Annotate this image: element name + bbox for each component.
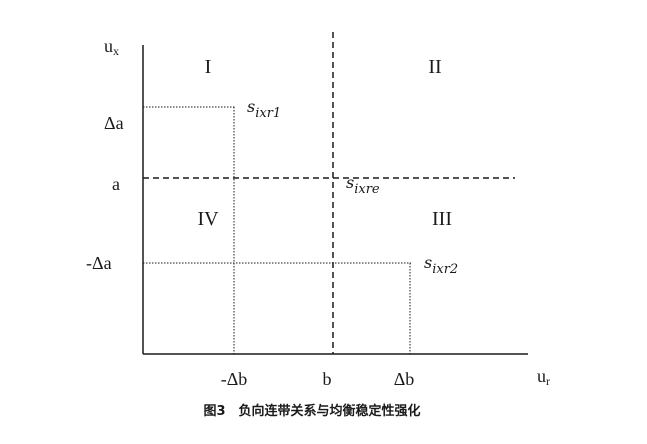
region-label-III: III <box>432 208 452 230</box>
y-tick-plus-delta-a: Δa <box>104 113 124 133</box>
region-label-I: I <box>205 56 212 78</box>
y-tick-minus-delta-a: -Δa <box>86 253 112 273</box>
x-tick-b: b <box>323 369 332 389</box>
point-label-sixr1: sixr1 <box>247 97 281 121</box>
y-tick-a: a <box>112 174 120 194</box>
region-label-II: II <box>428 56 441 78</box>
point-label-sixr2: sixr2 <box>424 253 458 277</box>
figure-caption: 图3 负向连带关系与均衡稳定性强化 <box>203 403 420 419</box>
region-label-IV: IV <box>197 208 219 230</box>
point-label-sixre: sixre <box>346 173 380 197</box>
y-axis-label: ux <box>104 36 119 58</box>
x-tick-minus-delta-b: -Δb <box>221 369 248 389</box>
x-tick-delta-b: Δb <box>394 369 415 389</box>
x-axis-label: ur <box>537 366 550 388</box>
